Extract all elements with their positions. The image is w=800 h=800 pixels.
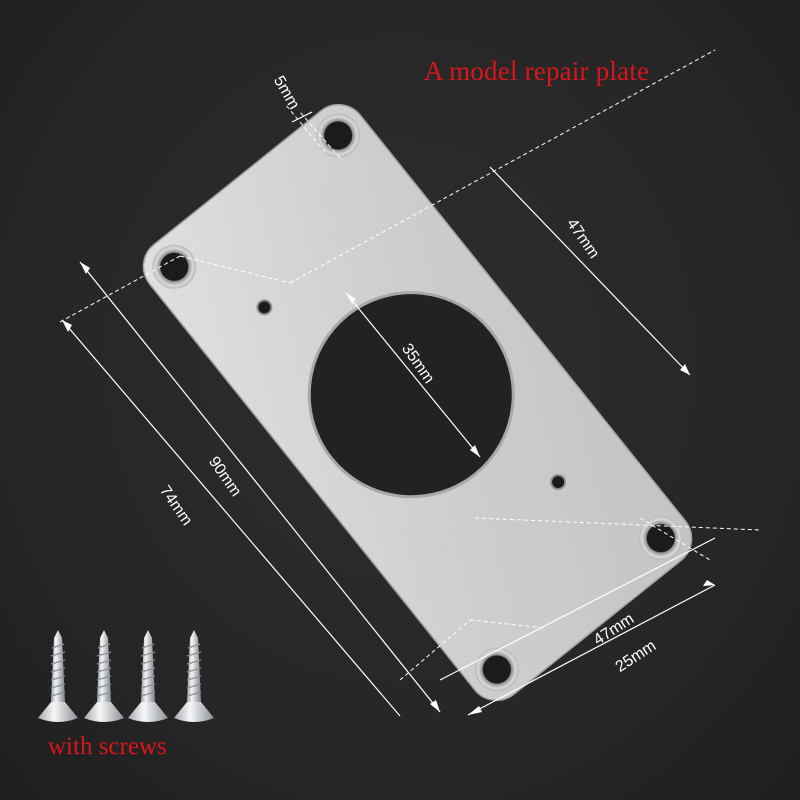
screws-caption: with screws <box>48 733 167 760</box>
arrowheads <box>62 262 715 715</box>
screw-2 <box>84 630 124 722</box>
screw-1 <box>38 630 78 722</box>
product-title: A model repair plate <box>424 56 650 86</box>
screw-4 <box>174 630 214 722</box>
extension-lines <box>59 49 761 681</box>
screws-group <box>38 630 214 722</box>
screw-3 <box>128 630 168 722</box>
plate <box>142 103 693 702</box>
dimension-lines <box>61 111 716 717</box>
